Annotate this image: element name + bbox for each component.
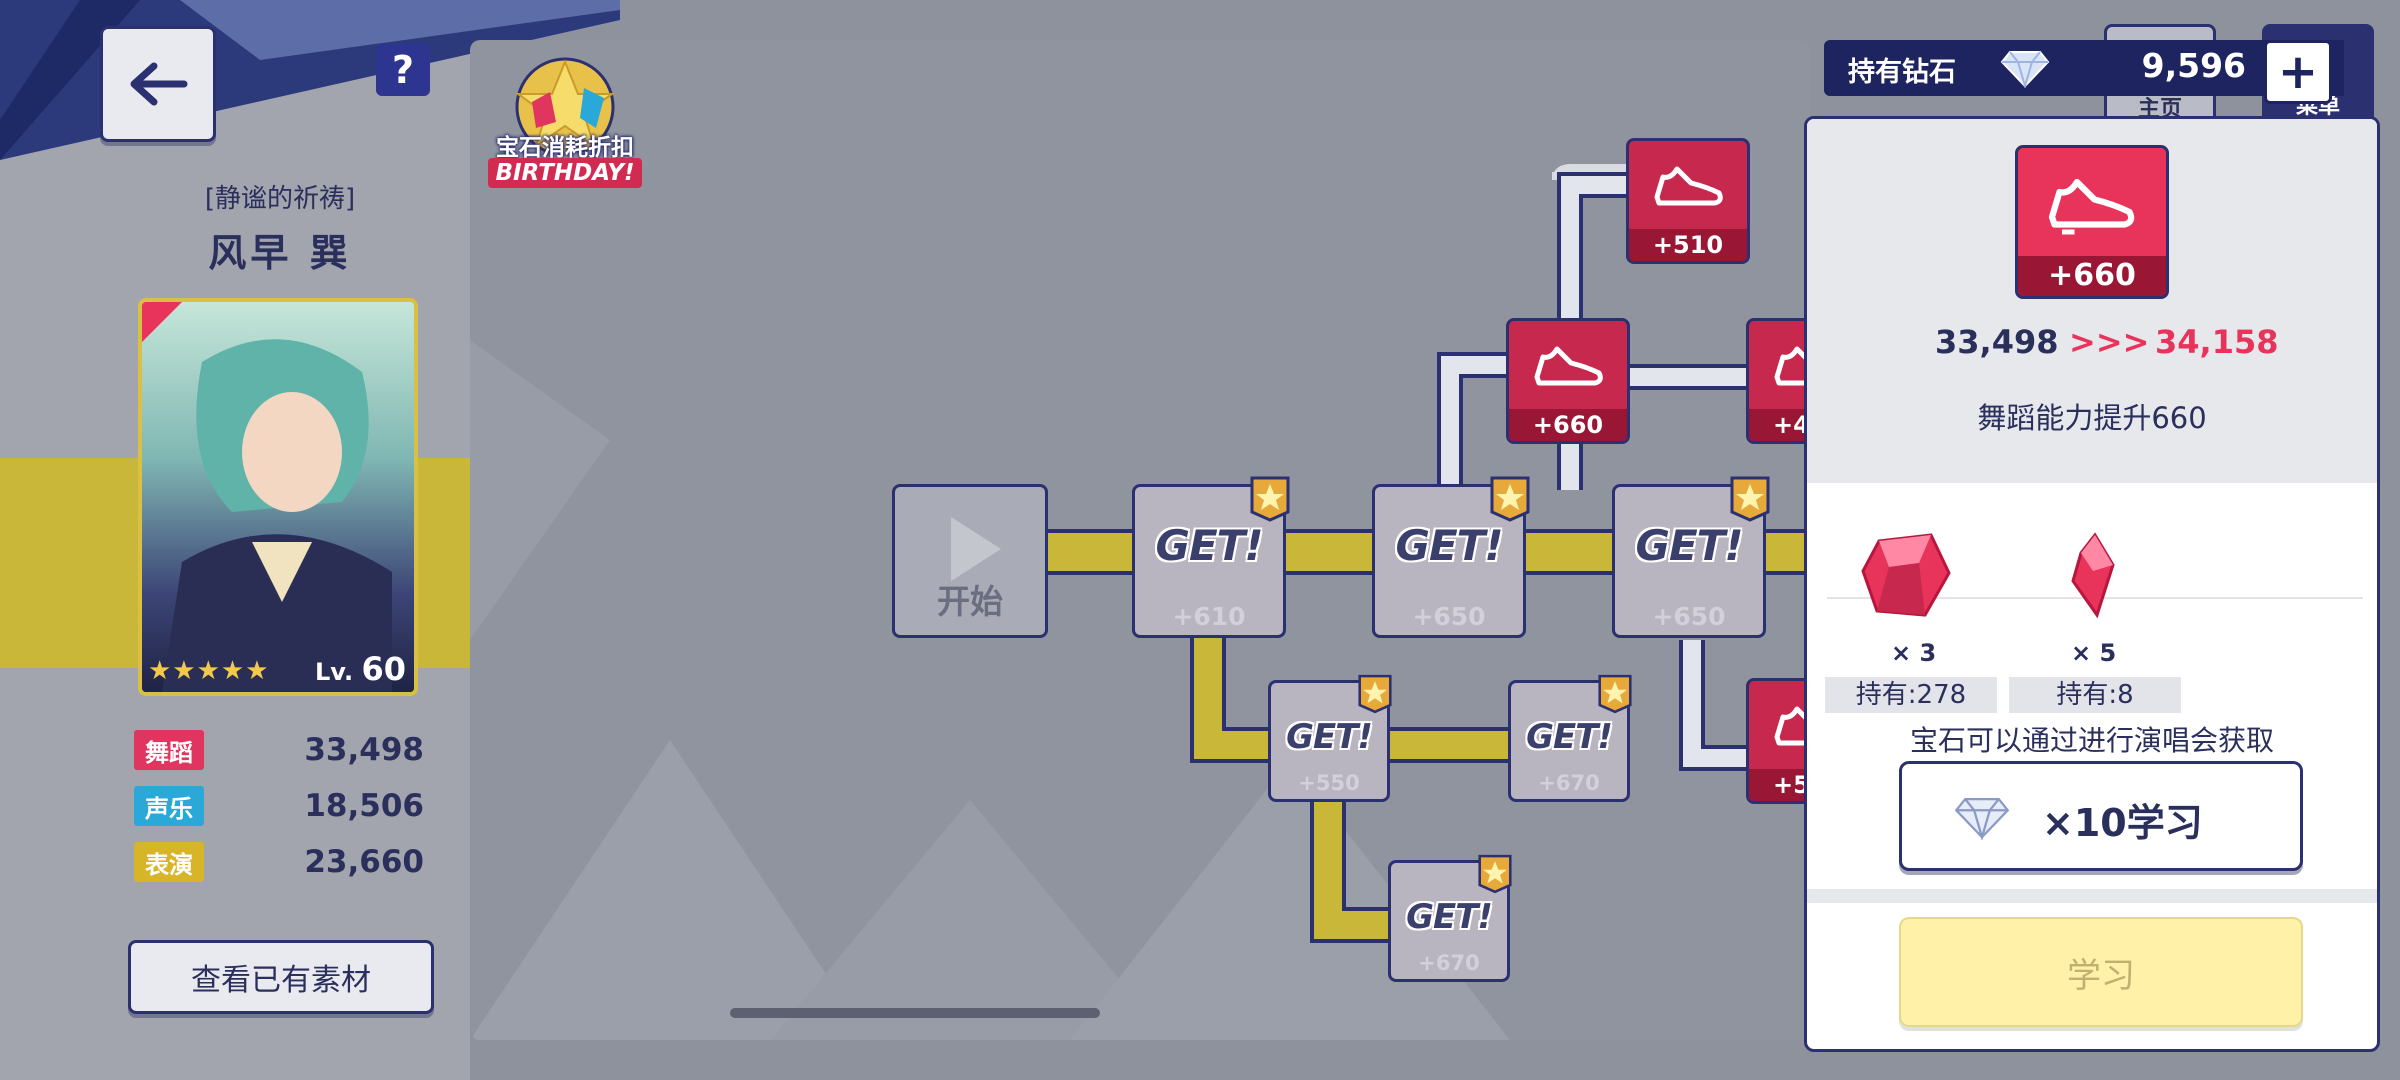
- currency-bar: 持有钻石 9,596: [1824, 40, 2344, 96]
- skill-node-510[interactable]: +510: [1626, 138, 1750, 264]
- node-value: +670: [1538, 771, 1600, 795]
- get-label: GET!: [1406, 897, 1493, 937]
- get-label: GET!: [1395, 521, 1504, 570]
- shoe-icon: [2048, 178, 2135, 235]
- stat-row-vocal: 声乐 18,506: [134, 786, 424, 830]
- learn-x10-label: ×10学习: [2042, 801, 2203, 845]
- material-owned-2: 持有:8: [2009, 677, 2181, 713]
- get-label: GET!: [1635, 521, 1744, 570]
- unlocked-star-badge: [1250, 476, 1290, 522]
- arrow-left-icon: [130, 62, 188, 106]
- large-red-gem-icon: [1861, 533, 1951, 617]
- stat-label-performance: 表演: [134, 842, 204, 882]
- node-value: +670: [1418, 951, 1480, 975]
- start-label: 开始: [937, 582, 1003, 621]
- stat-before: 33,498: [1935, 323, 2059, 361]
- skill-detail-panel: +660 33,498 >>> 34,158 舞蹈能力提升660 × 3 持有:…: [1804, 116, 2380, 1052]
- node-value: +660: [1509, 409, 1627, 441]
- character-name: 风早 巽: [208, 231, 352, 275]
- start-node[interactable]: 开始: [892, 484, 1048, 638]
- panel-separator: [1807, 889, 2377, 903]
- unlocked-star-badge: [1730, 476, 1770, 522]
- skill-description: 舞蹈能力提升660: [1977, 401, 2207, 435]
- get-label: GET!: [1526, 717, 1613, 757]
- card-level: Lv. 60: [315, 650, 406, 688]
- stat-value-dance: 33,498: [304, 732, 424, 768]
- gem-acquire-note: 宝石可以通过进行演唱会获取: [1909, 724, 2274, 757]
- stat-row-dance: 舞蹈 33,498: [134, 730, 424, 774]
- currency-value: 9,596: [2141, 46, 2246, 85]
- shoe-icon: [1534, 346, 1603, 386]
- card-title: [静谧的祈祷]: [204, 184, 356, 214]
- get-label: GET!: [1286, 717, 1373, 757]
- selected-skill-value: +660: [2018, 256, 2166, 296]
- diamond-icon: [1954, 797, 2010, 840]
- birthday-discount-text: 宝石消耗折扣: [496, 135, 634, 161]
- unlocked-star-badge: [1478, 854, 1512, 894]
- character-card[interactable]: ★★★★★ Lv. 60: [138, 298, 418, 696]
- stat-row-performance: 表演 23,660: [134, 842, 424, 886]
- node-value: +510: [1629, 229, 1747, 261]
- rarity-stars: ★★★★★: [148, 656, 270, 686]
- skill-node-670[interactable]: GET! +670: [1508, 680, 1630, 802]
- skill-node-610[interactable]: GET! +610: [1132, 484, 1286, 638]
- selected-skill-icon: +660: [2015, 145, 2169, 299]
- character-portrait: [142, 302, 414, 692]
- node-value: +650: [1652, 602, 1726, 631]
- node-value: +650: [1412, 602, 1486, 631]
- stat-label-dance: 舞蹈: [134, 730, 204, 770]
- learn-button[interactable]: 学习: [1899, 917, 2303, 1027]
- learn-x10-button[interactable]: ×10学习: [1899, 761, 2303, 871]
- material-owned-1: 持有:278: [1825, 677, 1997, 713]
- material-qty-1: × 3: [1891, 639, 1937, 667]
- unlocked-star-badge: [1358, 674, 1392, 714]
- gem-cluster-icon: [514, 57, 616, 152]
- get-label: GET!: [1155, 521, 1264, 570]
- small-red-gem-icon: [2071, 532, 2115, 619]
- currency-label: 持有钻石: [1848, 57, 1956, 88]
- board-scrollbar[interactable]: [730, 1008, 1100, 1018]
- skill-node-650b[interactable]: GET! +650: [1612, 484, 1766, 638]
- back-button[interactable]: [100, 26, 216, 142]
- help-button[interactable]: ?: [376, 44, 430, 96]
- view-materials-button[interactable]: 查看已有素材: [128, 940, 434, 1014]
- stat-value-vocal: 18,506: [304, 788, 424, 824]
- stat-arrow-icon: >>>: [2069, 323, 2150, 361]
- unlocked-star-badge: [1490, 476, 1530, 522]
- birthday-discount-badge[interactable]: 宝石消耗折扣 BIRTHDAY!: [480, 52, 650, 202]
- stat-after: 34,158: [2155, 323, 2279, 361]
- node-value: +610: [1172, 602, 1246, 631]
- material-qty-2: × 5: [2071, 639, 2117, 667]
- add-diamonds-button[interactable]: +: [2264, 40, 2332, 104]
- skill-node-660[interactable]: +660: [1506, 318, 1630, 444]
- stat-value-performance: 23,660: [304, 844, 424, 880]
- node-value: +550: [1298, 771, 1360, 795]
- diamond-icon: [2000, 51, 2050, 88]
- shoe-icon: [1654, 166, 1723, 206]
- unlocked-star-badge: [1598, 674, 1632, 714]
- birthday-label: BIRTHDAY!: [488, 158, 642, 188]
- stat-label-vocal: 声乐: [134, 786, 204, 826]
- play-icon: [951, 517, 1001, 581]
